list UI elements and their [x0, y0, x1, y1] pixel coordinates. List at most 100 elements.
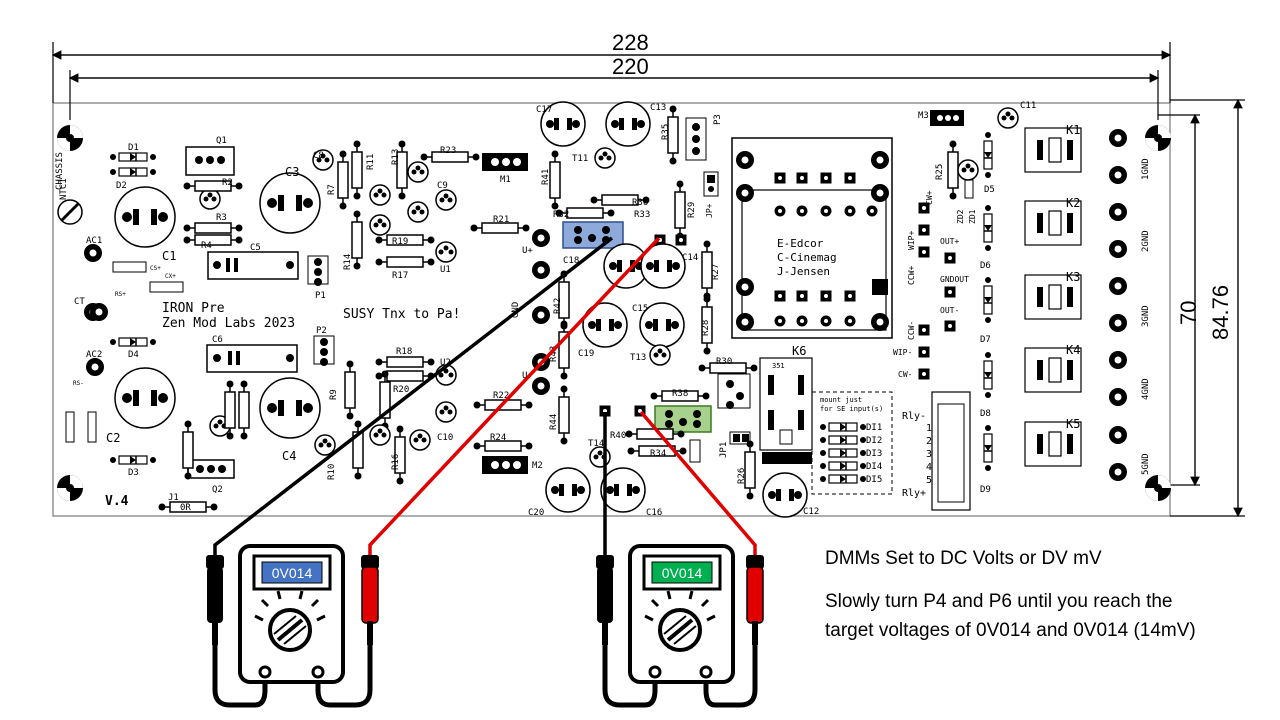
svg-text:R3: R3	[216, 213, 227, 223]
svg-text:CCW+: CCW+	[907, 266, 916, 285]
svg-text:R40: R40	[610, 431, 626, 441]
relay-bank-section: M3 C11 R25 ZD2 ZD1 CW+ WIP+ CCW+ OUT+ GN…	[893, 101, 1151, 511]
left-meter-display	[261, 561, 323, 584]
svg-text:C19: C19	[578, 349, 594, 359]
svg-text:R2: R2	[222, 178, 233, 188]
svg-text:D7: D7	[980, 335, 991, 345]
svg-text:R10: R10	[327, 464, 337, 480]
board-title: IRON Pre	[162, 301, 225, 316]
svg-text:3GND: 3GND	[1141, 305, 1151, 327]
svg-text:C10: C10	[437, 433, 453, 443]
svg-text:Q1: Q1	[216, 136, 227, 146]
svg-text:4: 4	[926, 462, 932, 473]
svg-text:M1: M1	[500, 175, 511, 185]
svg-text:M3: M3	[918, 111, 929, 121]
dimension-228: 228	[612, 30, 649, 55]
svg-text:C12: C12	[803, 507, 819, 517]
svg-text:R35: R35	[661, 124, 671, 140]
transformer-label-jensen: J-Jensen	[777, 265, 830, 278]
transformer-label-edcor: E-Edcor	[777, 237, 824, 250]
svg-text:WIP-: WIP-	[893, 348, 912, 357]
svg-text:1GND: 1GND	[1141, 158, 1151, 180]
svg-text:R33: R33	[634, 210, 650, 220]
svg-text:0R: 0R	[180, 503, 191, 513]
chassis-label: CHASSIS	[55, 152, 65, 190]
mount-hole-tl	[57, 125, 83, 151]
svg-text:C18: C18	[563, 256, 579, 266]
svg-text:R16: R16	[391, 454, 401, 470]
svg-text:Q2: Q2	[212, 485, 223, 495]
svg-text:R44: R44	[549, 414, 559, 430]
mount-hole-br	[1145, 475, 1171, 501]
svg-text:J1: J1	[168, 493, 179, 503]
svg-text:P2: P2	[316, 326, 327, 336]
svg-text:Rly+: Rly+	[902, 488, 926, 499]
svg-text:5GND: 5GND	[1141, 453, 1151, 475]
svg-text:C6: C6	[212, 335, 223, 345]
svg-text:K3: K3	[1066, 270, 1080, 284]
svg-text:C8: C8	[313, 151, 324, 161]
svg-text:R21: R21	[493, 215, 509, 225]
note-instruction-line2: target voltages of 0V014 and 0V014 (14mV…	[825, 620, 1196, 641]
svg-text:D9: D9	[980, 485, 991, 495]
svg-text:K6: K6	[792, 344, 806, 358]
mount-hole-tr	[1145, 125, 1171, 151]
svg-text:JP+: JP+	[705, 203, 714, 218]
svg-text:U+: U+	[522, 246, 533, 256]
svg-text:T11: T11	[572, 154, 588, 164]
svg-text:R18: R18	[396, 347, 412, 357]
svg-text:RS-: RS-	[73, 380, 84, 387]
board-dedication: SUSY Tnx to Pa!	[343, 307, 460, 322]
svg-text:R30: R30	[716, 357, 732, 367]
svg-text:GNDOUT: GNDOUT	[940, 275, 969, 284]
svg-text:Rly-: Rly-	[902, 411, 926, 422]
svg-text:2GND: 2GND	[1141, 230, 1151, 252]
mount-hole-bl	[57, 475, 83, 501]
svg-text:R41: R41	[541, 169, 551, 185]
svg-text:AC1: AC1	[86, 236, 102, 246]
svg-text:P1: P1	[315, 291, 326, 301]
svg-text:R38: R38	[672, 389, 688, 399]
left-meter-reading: 0V014	[272, 565, 313, 581]
svg-text:K1: K1	[1066, 123, 1080, 137]
dimension-lines	[51, 42, 1245, 518]
svg-text:U2: U2	[440, 358, 451, 368]
right-meter-reading: 0V014	[662, 565, 703, 581]
svg-text:R28: R28	[701, 320, 711, 336]
svg-text:R14: R14	[343, 254, 353, 270]
svg-text:R25: R25	[935, 164, 945, 180]
svg-text:C15: C15	[632, 304, 648, 314]
svg-text:R32: R32	[553, 210, 569, 220]
svg-text:GND: GND	[511, 302, 521, 318]
svg-text:C2: C2	[106, 431, 120, 445]
svg-text:NTC1: NTC1	[59, 178, 69, 200]
svg-text:C1: C1	[162, 249, 176, 263]
svg-text:D1: D1	[128, 143, 139, 153]
svg-text:WIP+: WIP+	[907, 231, 916, 250]
svg-text:R20: R20	[393, 385, 409, 395]
svg-text:K5: K5	[1066, 417, 1080, 431]
svg-text:4GND: 4GND	[1141, 378, 1151, 400]
svg-text:U1: U1	[440, 265, 451, 275]
svg-text:OUT+: OUT+	[940, 237, 959, 246]
dimension-220: 220	[612, 54, 649, 79]
dimension-70: 70	[1176, 301, 1201, 325]
svg-text:R11: R11	[366, 154, 376, 170]
svg-text:R4: R4	[201, 241, 212, 251]
svg-text:C4: C4	[282, 449, 296, 463]
transformer-block	[731, 137, 893, 339]
note-instruction-line1: Slowly turn P4 and P6 until you reach th…	[825, 591, 1173, 612]
svg-text:351: 351	[772, 362, 785, 370]
right-meter-display	[651, 561, 713, 584]
svg-text:DI3: DI3	[866, 449, 882, 459]
transformer-label-cinemag: C-Cinemag	[777, 251, 837, 264]
svg-text:P3: P3	[713, 114, 723, 125]
power-supply-section: NTC1 CHASSIS AC1 CT AC2 D1 D2 C1 CS+ CX+…	[55, 136, 335, 513]
svg-text:R26: R26	[737, 468, 747, 484]
svg-text:R43: R43	[549, 346, 559, 362]
svg-text:D8: D8	[980, 409, 991, 419]
svg-text:T13: T13	[630, 353, 646, 363]
svg-text:OUT-: OUT-	[940, 306, 959, 315]
svg-text:AC2: AC2	[86, 350, 102, 360]
